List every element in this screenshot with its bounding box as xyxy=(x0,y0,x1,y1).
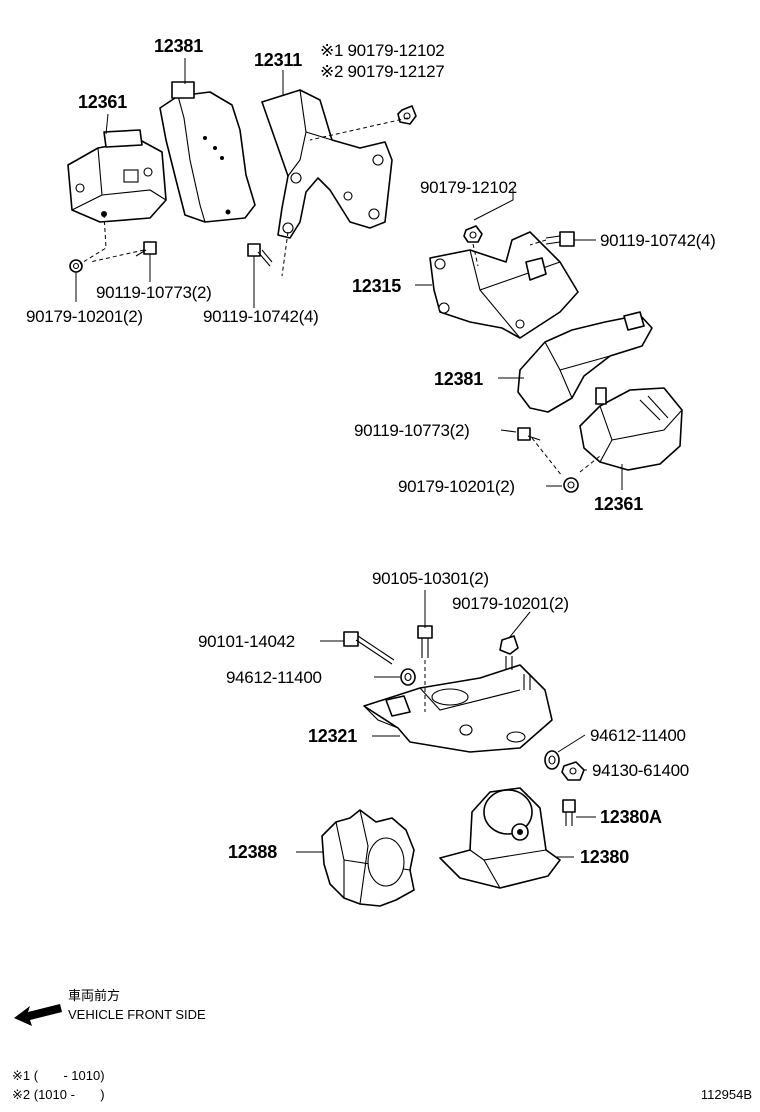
nut-90179-12102-top xyxy=(397,105,417,125)
label-12381-upper: 12381 xyxy=(154,36,203,56)
label-12315: 12315 xyxy=(352,276,401,296)
nut-90179-12102-mid xyxy=(463,225,483,243)
label-90119-10742-upper: 90119-10742(4) xyxy=(203,307,319,326)
bracket-12321 xyxy=(363,664,553,753)
stopper-12381-mid xyxy=(517,311,653,413)
footnote-2: ※2 (1010 - ) xyxy=(12,1087,105,1102)
label-12388: 12388 xyxy=(228,842,277,862)
label-12381-mid: 12381 xyxy=(434,369,483,389)
label-note1-part: ※1 90179-12102 xyxy=(320,41,444,60)
label-94130-61400: 94130-61400 xyxy=(592,761,689,780)
label-12380: 12380 xyxy=(580,847,629,867)
label-94612-11400-right: 94612-11400 xyxy=(590,726,686,745)
engine-mount-12361-left xyxy=(67,129,167,223)
bolt-90119-10742-mid xyxy=(545,231,575,247)
label-90179-10201-upper: 90179-10201(2) xyxy=(26,307,143,326)
label-90179-10201-mid: 90179-10201(2) xyxy=(398,477,515,496)
vehicle-front-arrow-icon xyxy=(14,1004,62,1026)
label-90119-10742-mid: 90119-10742(4) xyxy=(600,231,716,250)
bolt-90101-14042 xyxy=(343,631,395,665)
vehicle-front-label-en: VEHICLE FRONT SIDE xyxy=(68,1007,206,1022)
label-90179-12102-mid: 90179-12102 xyxy=(420,178,517,197)
damper-12388 xyxy=(321,809,415,907)
label-12361-mid: 12361 xyxy=(594,494,643,514)
bolt-90105-10301 xyxy=(417,625,433,658)
bracket-12315 xyxy=(429,231,579,339)
bolt-90119-10773-top xyxy=(135,241,157,257)
label-12361-upper: 12361 xyxy=(78,92,127,112)
bolt-90119-10773-mid xyxy=(517,427,541,441)
bracket-12311 xyxy=(261,89,393,239)
bolt-12380A xyxy=(562,799,576,826)
part-labels: 12381 12311 ※1 90179-12102 ※2 90179-1212… xyxy=(26,36,716,867)
label-90119-10773-upper: 90119-10773(2) xyxy=(96,283,212,302)
label-12311: 12311 xyxy=(254,50,302,70)
nut-90179-10201-mid xyxy=(563,477,579,493)
label-note2-part: ※2 90179-12127 xyxy=(320,62,444,81)
label-90119-10773-mid: 90119-10773(2) xyxy=(354,421,470,440)
label-90105-10301: 90105-10301(2) xyxy=(372,569,489,588)
washer-94612-11400-right xyxy=(544,750,560,770)
nut-94130-61400 xyxy=(561,761,585,781)
bolt-90119-10742-top xyxy=(247,243,273,267)
label-12321: 12321 xyxy=(308,726,357,746)
footnote-1: ※1 ( - 1010) xyxy=(12,1068,105,1083)
label-12380A: 12380A xyxy=(600,807,662,827)
nut-90179-10201-bottom xyxy=(499,635,531,690)
label-90101-14042: 90101-14042 xyxy=(198,632,295,651)
insulator-12380 xyxy=(439,787,561,889)
engine-mount-12361-right xyxy=(579,387,683,471)
washer-94612-11400-left xyxy=(400,668,416,686)
label-90179-10201-bottom: 90179-10201(2) xyxy=(452,594,569,613)
label-94612-11400-left: 94612-11400 xyxy=(226,668,322,687)
figure-id: 112954B xyxy=(701,1087,752,1102)
nut-90179-10201-top xyxy=(69,259,83,273)
vehicle-front-label-jp: 車両前方 xyxy=(68,988,120,1003)
stopper-12381-upper xyxy=(159,81,256,223)
